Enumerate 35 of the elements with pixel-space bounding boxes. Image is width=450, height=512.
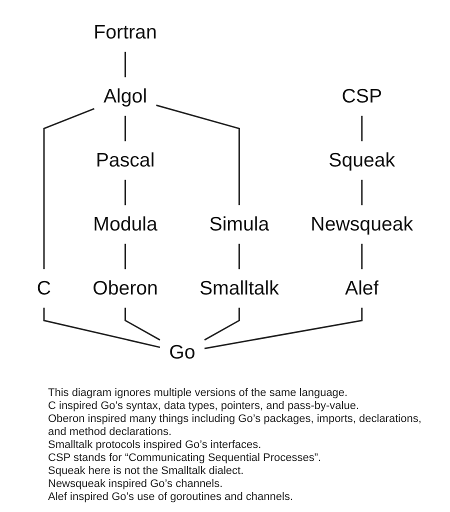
node-text: Simula: [209, 213, 270, 236]
connector: [204, 308, 240, 341]
connector: [156, 104, 240, 206]
connector: [361, 180, 363, 206]
note-text: Squeak here is not the Smalltalk dialect.: [48, 465, 245, 478]
connector: [43, 308, 160, 348]
node-text: Alef: [344, 277, 379, 300]
node-text: Newsqueak: [310, 213, 414, 236]
connector: [361, 116, 363, 142]
node-text: Squeak: [328, 149, 396, 172]
note-text: Alef inspired Go’s use of goroutines and channels.: [48, 491, 294, 504]
node-text: Oberon: [92, 277, 158, 300]
connector: [124, 52, 126, 78]
connector: [124, 180, 126, 206]
node-text: CSP: [342, 85, 382, 108]
note-text: Oberon inspired many things including Go’s packages, imports, declarations, and method declarations.: [48, 413, 422, 439]
note-text: Newsqueak inspired Go’s channels.: [48, 478, 224, 491]
connector: [124, 244, 126, 270]
node-text: Modula: [93, 213, 158, 236]
node-text: Smalltalk: [199, 277, 279, 300]
connector: [238, 244, 240, 270]
note-text: CSP stands for “Communicating Sequential Processes”.: [48, 452, 322, 465]
connector: [124, 308, 160, 341]
note-text: Smalltalk protocols inspired Go’s interfaces.: [48, 439, 262, 452]
node-text: Go: [169, 341, 196, 364]
node-text: Pascal: [96, 149, 155, 172]
connector: [204, 308, 363, 350]
connector: [361, 244, 363, 270]
connector: [124, 116, 126, 142]
node-text: Fortran: [94, 21, 157, 44]
node-text: C: [36, 277, 52, 300]
node-text: Algol: [103, 85, 148, 108]
connector: [43, 108, 95, 270]
note-text: This diagram ignores multiple versions of the same language.: [48, 387, 349, 400]
note-text: C inspired Go’s syntax, data types, pointers, and pass-by-value.: [48, 400, 360, 413]
